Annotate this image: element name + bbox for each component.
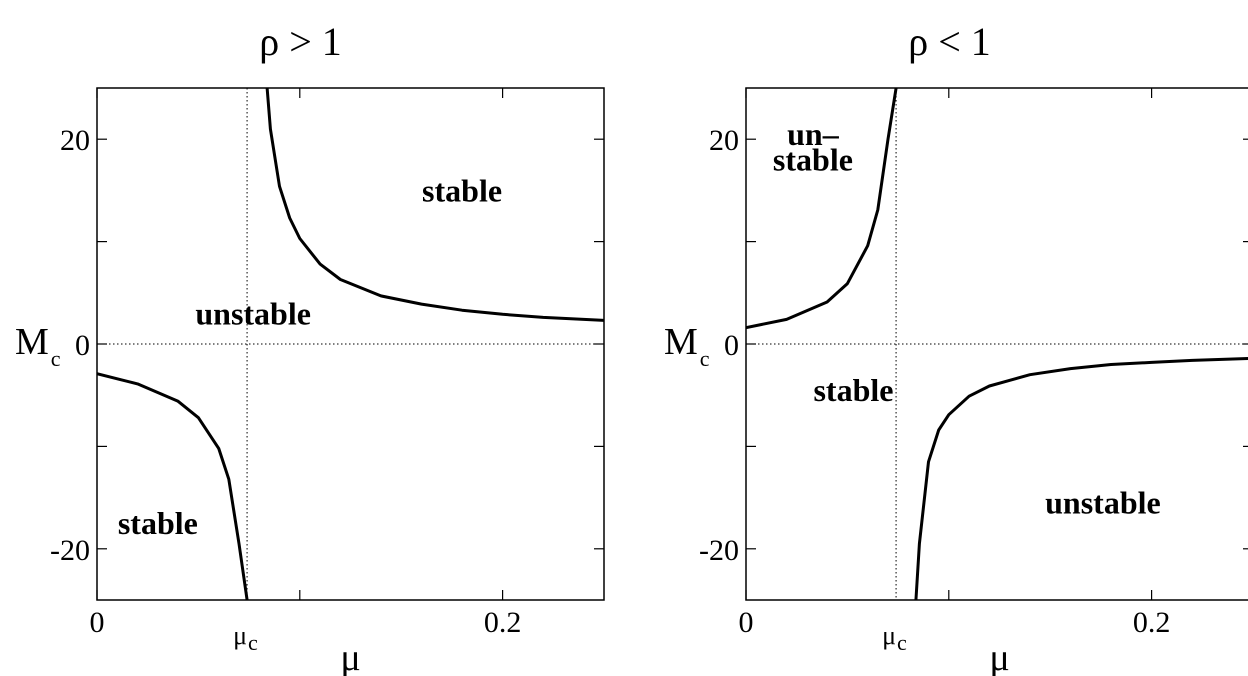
region-label: stable — [813, 372, 893, 408]
y-tick-label: 20 — [709, 124, 739, 157]
region-label: un– — [787, 116, 840, 152]
y-tick-label: 20 — [60, 124, 90, 157]
region-label: unstable — [195, 295, 311, 331]
y-tick-label: -20 — [699, 534, 739, 567]
mu-c-label: μc — [882, 621, 907, 655]
y-tick-label-zero: 0 — [75, 329, 90, 362]
mu-c-label: μc — [233, 621, 258, 655]
x-axis-label: μ — [989, 637, 1009, 676]
y-axis-label-subscript: c — [51, 346, 61, 371]
mu-c-subscript: c — [897, 630, 907, 655]
chart-title: ρ > 1 — [259, 19, 342, 64]
series-line-1 — [265, 88, 604, 322]
x-tick-label: 0 — [90, 606, 105, 639]
series-line-0 — [97, 372, 249, 600]
panel-rho-greater-than-1: 0 0.2 -20 20 0 Mc μc μ ρ > 1 stable unstable stable — [15, 19, 605, 676]
region-label: unstable — [1045, 485, 1161, 521]
region-label: stable — [422, 172, 502, 208]
region-label: stable — [118, 505, 198, 541]
mu-c-subscript: c — [248, 630, 258, 655]
y-tick-label-zero: 0 — [724, 329, 739, 362]
x-axis-label: μ — [340, 637, 360, 676]
y-tick-label: -20 — [50, 534, 90, 567]
y-axis-label: Mc — [15, 321, 61, 371]
series-line-0 — [746, 88, 898, 330]
chart-title: ρ < 1 — [908, 19, 991, 64]
y-axis-label: Mc — [664, 321, 710, 371]
x-tick-label: 0.2 — [484, 606, 522, 639]
x-tick-label: 0.2 — [1133, 606, 1171, 639]
region-label: stable — [773, 142, 853, 178]
series-line-1 — [914, 356, 1248, 600]
y-axis-label-subscript: c — [700, 346, 710, 371]
x-tick-label: 0 — [739, 606, 754, 639]
